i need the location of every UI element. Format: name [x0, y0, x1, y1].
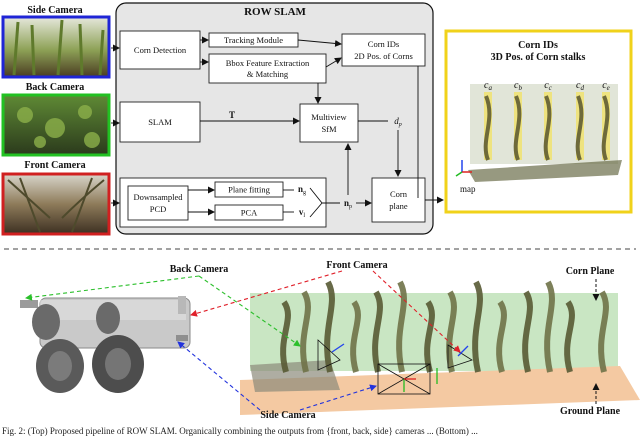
corn-plane-box: [371, 177, 426, 223]
output-panel: [444, 29, 633, 214]
robot-render: [20, 296, 191, 393]
bottom-corn-stalk: [396, 280, 407, 373]
bottom-corn-stalk: [424, 300, 435, 373]
front-camera-arrow-right: [372, 270, 461, 353]
side-camera-stalks: [12, 19, 105, 76]
corn-plane-label-1: Corn: [390, 189, 408, 199]
bbox-to-ids-arrow: [325, 57, 342, 68]
frustum-axes: [331, 343, 469, 392]
tracking-module-label: Tracking Module: [224, 35, 283, 45]
bottom-corn-stalk: [300, 290, 311, 373]
bottom-back-camera-label: Back Camera: [170, 264, 229, 275]
vl-label: vl: [299, 207, 306, 219]
output-stalk-label: cd: [576, 80, 584, 92]
row-slam-title: ROW SLAM: [244, 6, 306, 18]
output-stalk-label: cb: [514, 80, 522, 92]
map-label: map: [460, 184, 476, 194]
bottom-corn-stalk: [472, 280, 483, 373]
bottom-corn-stalk: [350, 300, 361, 373]
front-camera-group: Front Camera: [1, 160, 111, 236]
back-camera-foliage: [17, 105, 100, 148]
bottom-ground-plane-label: Ground Plane: [560, 406, 621, 417]
front-camera-arrow-left: [190, 270, 343, 317]
bottom-corn-stalk: [564, 300, 575, 373]
transform-T-label: T: [229, 110, 235, 120]
tracking-to-ids-arrow: [297, 39, 342, 47]
bbox-feature-label-1: Bbox Feature Extraction: [226, 58, 310, 68]
output-title-1: Corn IDs: [518, 40, 558, 51]
downsampled-pcd-label-2: PCD: [150, 204, 167, 214]
downsampled-pcd-label-1: Downsampled: [133, 192, 183, 202]
downsampled-pcd-box: [127, 185, 189, 221]
plane-fitting-label: Plane fitting: [228, 185, 271, 195]
bottom-side-camera-label: Side Camera: [260, 410, 315, 421]
slam-label: SLAM: [148, 117, 172, 127]
output-stalk-leaves: [543, 95, 552, 161]
back-camera-group: Back Camera: [1, 82, 111, 157]
corn-detection-label: Corn Detection: [134, 45, 187, 55]
side-camera-group: Side Camera: [1, 5, 111, 79]
bbox-feature-box: [208, 53, 327, 84]
output-stalk-label: ca: [484, 80, 492, 92]
bottom-corn-stalk: [544, 280, 555, 373]
multiview-sfm-box: [299, 103, 359, 143]
bottom-corn-stalks: [280, 280, 609, 373]
output-stalk-label: ce: [602, 80, 610, 92]
corn-ids-2d-label-1: Corn IDs: [368, 39, 399, 49]
front-camera-rows: [7, 177, 105, 233]
output-title-2: 3D Pos. of Corn stalks: [491, 52, 586, 63]
bottom-corn-plane-label: Corn Plane: [566, 266, 615, 277]
output-stalk-leaves: [513, 95, 522, 161]
pca-label: PCA: [241, 208, 258, 218]
ground-plane-surface: [240, 366, 640, 415]
corn-ids-2d-box: [341, 33, 426, 67]
plane-fitting-box: [214, 181, 284, 198]
np-label: np: [344, 198, 352, 210]
output-stalk-bars: [483, 92, 610, 161]
bottom-corn-stalk: [598, 290, 609, 373]
output-stalk-leaves: [601, 95, 610, 161]
front-camera-image: [1, 172, 111, 236]
multiview-sfm-label-1: Multiview: [311, 112, 347, 122]
side-camera-arrow-right: [299, 384, 377, 411]
corn-ids-2d-label-2: 2D Pos. of Corns: [354, 51, 413, 61]
bottom-corn-stalk: [372, 290, 383, 373]
slam-box: [119, 101, 201, 143]
bottom-corn-stalk: [324, 280, 335, 373]
side-camera-label: Side Camera: [27, 5, 82, 16]
ground-scan-patch: [250, 360, 340, 392]
front-camera-label: Front Camera: [24, 160, 85, 171]
multiview-sfm-label-2: SfM: [321, 124, 337, 134]
output-stalk-labels: ca cb cc cd ce: [484, 80, 610, 92]
corn-plane-surface: [250, 293, 618, 371]
bbox-feature-label-2: & Matching: [247, 69, 289, 79]
pca-box: [214, 204, 284, 221]
dp-label: dp: [394, 116, 402, 128]
side-camera-image: [1, 15, 111, 79]
output-stalk-leaves: [483, 95, 492, 161]
bottom-corn-stalk: [496, 300, 507, 373]
ng-label: ng: [298, 184, 306, 196]
bottom-corn-stalk: [280, 300, 291, 373]
figure-caption: Fig. 2: (Top) Proposed pipeline of ROW S…: [2, 426, 478, 436]
back-camera-arrow-left: [25, 275, 200, 301]
output-stalk-label: cc: [544, 80, 552, 92]
bottom-front-camera-label: Front Camera: [326, 260, 387, 271]
corn-detection-box: [119, 30, 201, 70]
output-stalk-leaves: [575, 95, 584, 161]
side-camera-arrow-left: [177, 341, 261, 411]
corn-plane-label-2: plane: [389, 201, 408, 211]
back-camera-label: Back Camera: [26, 82, 85, 93]
map-axes: map: [455, 160, 476, 194]
bottom-corn-stalk: [522, 290, 533, 373]
bottom-corn-stalk: [446, 290, 457, 373]
